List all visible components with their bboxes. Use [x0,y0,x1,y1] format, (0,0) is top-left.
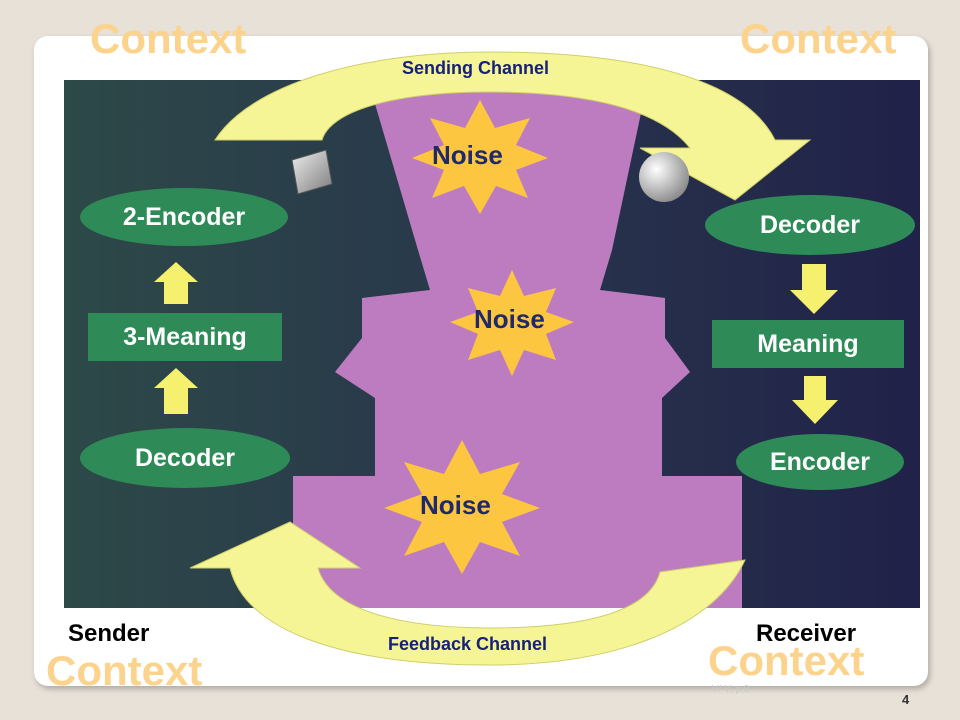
arrow-up-icon [154,262,198,304]
context-label-bottom-left: Context [46,647,203,694]
context-label-top-left: Context [90,15,247,62]
sender-meaning-node: 3-Meaning [88,313,282,361]
receiver-meaning-node: Meaning [712,320,904,368]
source-note: V/ V, p 9 [712,684,750,695]
cube-icon [291,149,333,195]
arrow-down-icon [792,376,838,424]
noise-star-icon [384,440,540,574]
noise-label: Noise [474,304,545,334]
sending-channel-label: Sending Channel [402,58,550,78]
sphere-icon [639,152,689,202]
sender-encoder-node: 2-Encoder [80,188,288,246]
context-label-bottom-right: Context [708,637,865,684]
feedback-channel-label: Feedback Channel [388,634,548,654]
context-label-top-right: Context [740,15,897,62]
noise-star-icon [412,100,548,214]
receiver-decoder-node: Decoder [705,195,915,255]
sender-label: Sender [68,620,150,647]
noise-star-icon [450,270,574,376]
sender-decoder-node: Decoder [80,428,290,488]
noise-label: Noise [420,490,491,520]
feedback-channel-arrow [189,521,746,666]
receiver-label: Receiver [756,620,857,647]
noise-label: Noise [432,140,503,170]
sending-channel-arrow [214,51,812,201]
arrow-up-icon [154,368,198,414]
receiver-encoder-node: Encoder [736,434,904,490]
page-number: 4 [902,692,910,707]
arrow-down-icon [790,264,838,314]
